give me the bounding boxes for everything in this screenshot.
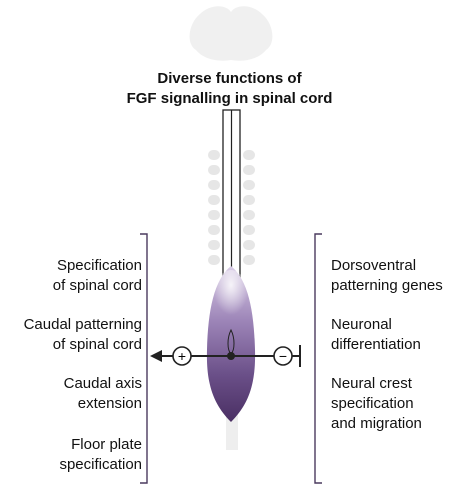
diagram-title-line-2: FGF signalling in spinal cord: [126, 90, 333, 107]
diagram-title-line-1: Diverse functions of: [157, 70, 302, 87]
left-label-1-line-1: Specification: [56, 257, 142, 274]
right-label-1-line-1: Dorsoventral: [331, 257, 417, 274]
left-label-4-line-1: Floor plate: [71, 436, 142, 453]
plus-symbol: +: [178, 348, 186, 364]
signalling-axis: + −: [150, 345, 301, 367]
plus-circle-icon: [172, 346, 192, 366]
left-label-1-line-2: of spinal cord: [52, 277, 142, 294]
arrow-head-icon: [150, 350, 162, 362]
left-label-2-line-2: of spinal cord: [52, 336, 142, 353]
left-label-4-line-2: specification: [59, 456, 142, 473]
left-label-3-line-2: extension: [77, 395, 142, 412]
left-label-3-line-1: Caudal axis: [63, 375, 142, 392]
caudal-region: [206, 266, 256, 450]
brain-shape: [189, 6, 273, 61]
right-label-3-line-2: specification: [331, 395, 414, 412]
left-bracket: [140, 233, 148, 484]
center-node-icon: [227, 352, 235, 360]
right-label-3-line-3: and migration: [331, 415, 422, 432]
somites: [208, 150, 255, 265]
neural-tube-upper: [222, 109, 241, 281]
minus-circle-icon: [273, 346, 293, 366]
right-label-2-line-1: Neuronal: [331, 316, 392, 333]
right-label-1-line-2: patterning genes: [331, 277, 443, 294]
minus-symbol: −: [279, 348, 287, 364]
right-label-3-line-1: Neural crest: [331, 375, 412, 392]
right-bracket: [314, 233, 322, 484]
right-label-2-line-2: differentiation: [331, 336, 421, 353]
left-label-2-line-1: Caudal patterning: [23, 316, 142, 333]
